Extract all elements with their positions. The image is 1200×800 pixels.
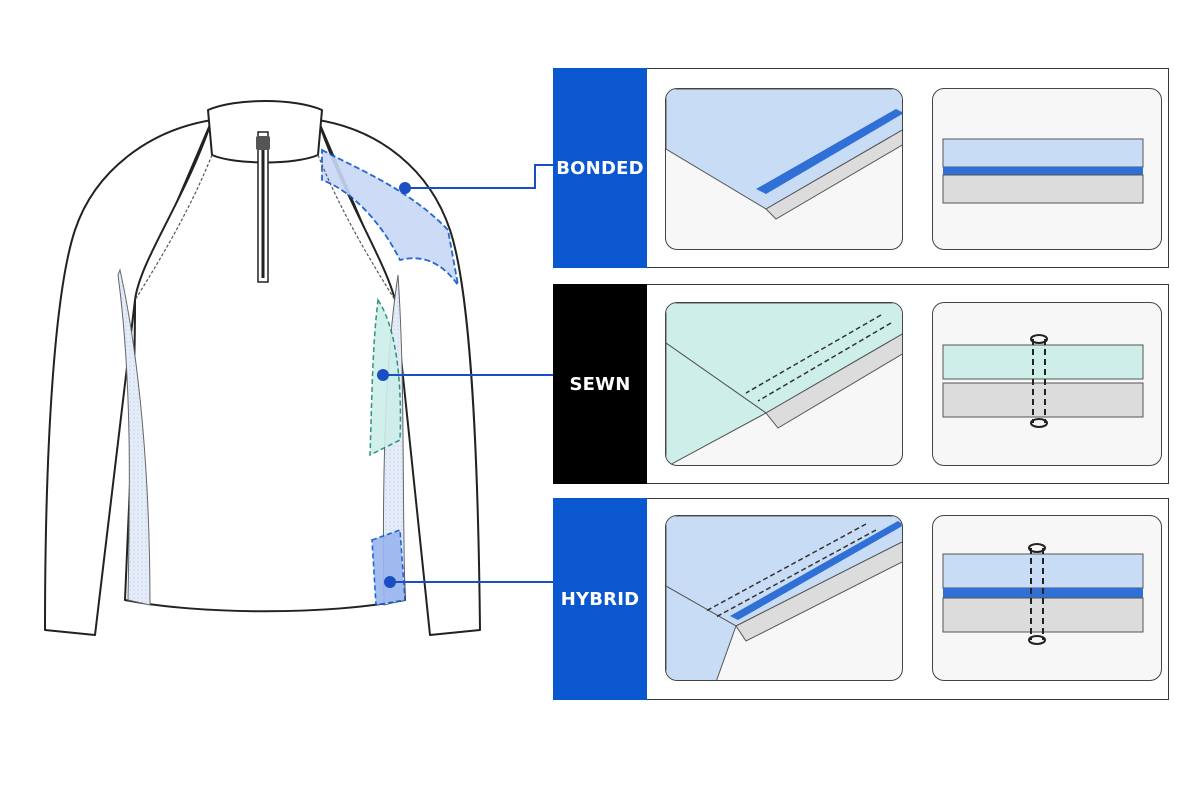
hybrid-area [371, 528, 406, 606]
sewn-seam-cross-section [932, 302, 1162, 466]
bonded-label: BONDED [553, 68, 647, 268]
sewn-marker-dot [377, 369, 389, 381]
seam-cross-section-icon [942, 543, 1144, 645]
hybrid-label: HYBRID [553, 498, 647, 700]
zipper-icon [256, 131, 270, 283]
hybrid-seam-cross-section [932, 515, 1162, 681]
bonded-leader-line [405, 164, 553, 189]
chain-stitch-icon [1028, 543, 1046, 645]
seam-angle-view-icon [666, 89, 902, 220]
bonded-seam-angle-view [665, 88, 903, 250]
hybrid-marker-dot [384, 576, 396, 588]
chain-stitch-icon [1030, 334, 1048, 428]
sewn-label: SEWN [553, 284, 647, 484]
seam-cross-section-icon [942, 334, 1144, 428]
bonded-seam-cross-section [932, 88, 1162, 250]
seam-angle-view-icon [666, 516, 902, 680]
garment-illustration [44, 100, 481, 636]
sewn-seam-angle-view [665, 302, 903, 466]
seam-angle-view-icon [666, 303, 902, 465]
bonded-marker-dot [399, 182, 411, 194]
hybrid-seam-angle-view [665, 515, 903, 681]
bonded-area [321, 148, 459, 286]
seam-cross-section-icon [942, 138, 1144, 204]
left-mesh-panel [117, 268, 151, 606]
